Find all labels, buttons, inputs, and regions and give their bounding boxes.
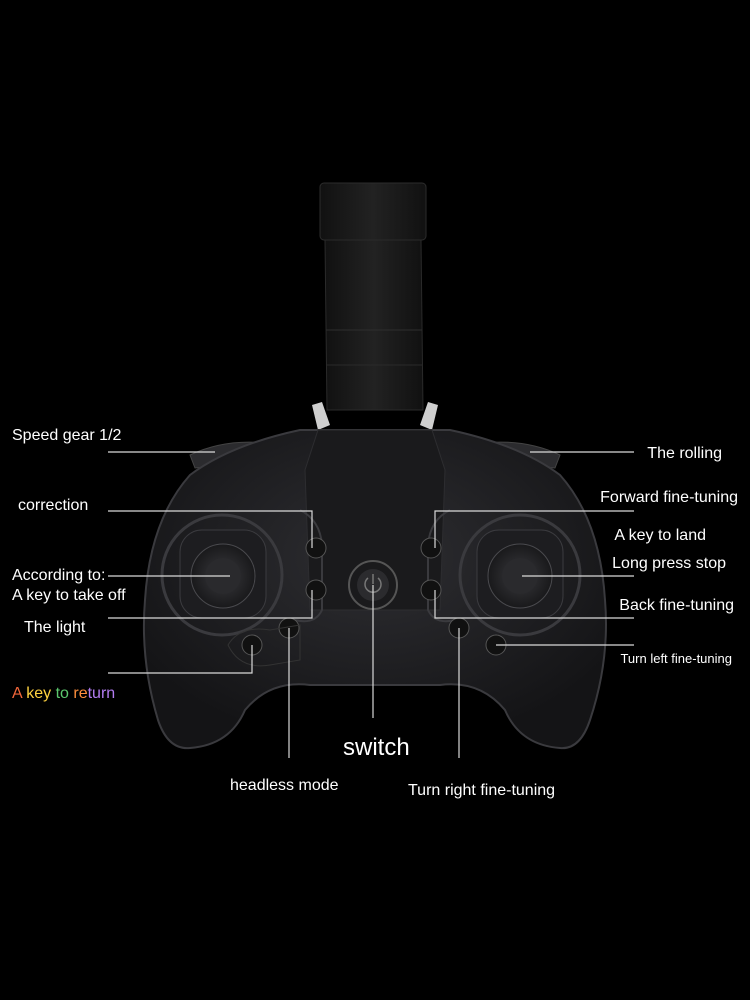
phone-holder-clip [312, 182, 438, 430]
return-part-turn: turn [87, 685, 116, 702]
label-a-key-land: A key to land [614, 527, 706, 544]
label-forward-tuning: Forward fine-tuning [600, 489, 738, 506]
return-part-to: to [55, 685, 74, 702]
label-correction: correction [18, 497, 89, 514]
return-part-key: key [26, 685, 56, 702]
label-a-key-take-off: A key to take off [12, 587, 126, 604]
right-joystick [458, 513, 582, 637]
label-back-tuning: Back fine-tuning [619, 597, 734, 614]
label-according-to: According to: [12, 567, 106, 584]
label-the-rolling: The rolling [647, 445, 722, 462]
left-joystick [160, 513, 284, 637]
return-part-a: A [12, 685, 27, 702]
label-turn-left: Turn left fine-tuning [620, 651, 732, 666]
label-speed-gear: Speed gear 1/2 [12, 427, 122, 444]
label-switch: switch [343, 734, 410, 761]
label-turn-right: Turn right fine-tuning [408, 782, 556, 799]
return-part-re: re [73, 685, 88, 702]
leader-lines [108, 451, 634, 758]
label-long-press-stop: Long press stop [612, 555, 726, 572]
label-headless-mode: headless mode [230, 777, 339, 794]
label-the-light: The light [24, 619, 86, 636]
label-a-key-return: A key to return [12, 684, 115, 704]
